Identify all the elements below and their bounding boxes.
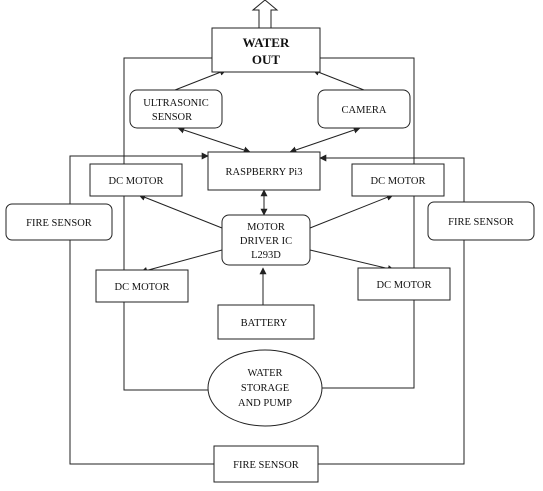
motor-driver-label-line1: MOTOR (247, 222, 285, 233)
driver-to-dc-motor-top-left-arrow (138, 194, 223, 229)
node-fire-sensor-right: FIRE SENSOR (427, 201, 535, 241)
node-dc-motor-bottom-right: DC MOTOR (357, 267, 451, 301)
fire-sensor-bottom-loop-left (69, 152, 214, 465)
node-fire-sensor-left: FIRE SENSOR (5, 203, 113, 241)
node-battery: BATTERY (217, 304, 315, 340)
node-raspberry-pi: RASPBERRY Pi3 (207, 151, 321, 191)
fire-sensor-right-label: FIRE SENSOR (448, 217, 514, 228)
ultrasonic-label-line1: ULTRASONIC (143, 98, 209, 109)
node-water-out: WATER OUT (211, 27, 321, 73)
node-water-storage: WATER STORAGE AND PUMP (207, 349, 323, 427)
water-storage-label-line3: AND PUMP (238, 398, 292, 409)
motor-driver-label-line2: DRIVER IC (240, 236, 292, 247)
fire-sensor-bottom-loop-right (318, 154, 465, 465)
ultrasonic-to-water-out-arrow (174, 69, 227, 91)
driver-to-dc-motor-bottom-left-arrow (140, 249, 223, 274)
water-outflow-arrow-icon (251, 0, 279, 29)
dc-motor-top-right-label: DC MOTOR (371, 176, 426, 187)
node-motor-driver: MOTOR DRIVER IC L293D (221, 214, 311, 266)
camera-label: CAMERA (342, 105, 387, 116)
camera-to-water-out-arrow (312, 69, 365, 91)
node-camera: CAMERA (317, 89, 411, 129)
node-ultrasonic-sensor: ULTRASONIC SENSOR (129, 89, 223, 129)
node-dc-motor-bottom-left: DC MOTOR (95, 269, 189, 303)
dc-motor-bottom-right-label: DC MOTOR (377, 280, 432, 291)
water-out-label-line1: WATER (243, 35, 290, 50)
wires (69, 57, 465, 465)
driver-to-dc-motor-top-right-arrow (309, 194, 394, 229)
battery-label: BATTERY (241, 318, 288, 329)
fire-sensor-bottom-label: FIRE SENSOR (233, 460, 299, 471)
fire-sensor-left-label: FIRE SENSOR (26, 218, 92, 229)
water-out-label-line2: OUT (252, 52, 281, 67)
node-dc-motor-top-right: DC MOTOR (351, 163, 445, 197)
ultrasonic-raspberry-arrow (177, 126, 251, 154)
raspberry-pi-label: RASPBERRY Pi3 (226, 167, 303, 178)
driver-to-dc-motor-bottom-right-arrow (309, 249, 395, 272)
node-fire-sensor-bottom: FIRE SENSOR (213, 445, 319, 483)
water-storage-label-line1: WATER (248, 368, 283, 379)
ultrasonic-label-line2: SENSOR (152, 112, 192, 123)
camera-raspberry-arrow (289, 126, 361, 154)
pump-to-water-out-wire-right (320, 57, 415, 389)
pump-to-water-out-wire (123, 57, 212, 391)
dc-motor-bottom-left-label: DC MOTOR (115, 282, 170, 293)
node-dc-motor-top-left: DC MOTOR (89, 163, 183, 197)
water-storage-label-line2: STORAGE (241, 383, 289, 394)
motor-driver-label-line3: L293D (251, 250, 281, 261)
dc-motor-top-left-label: DC MOTOR (109, 176, 164, 187)
